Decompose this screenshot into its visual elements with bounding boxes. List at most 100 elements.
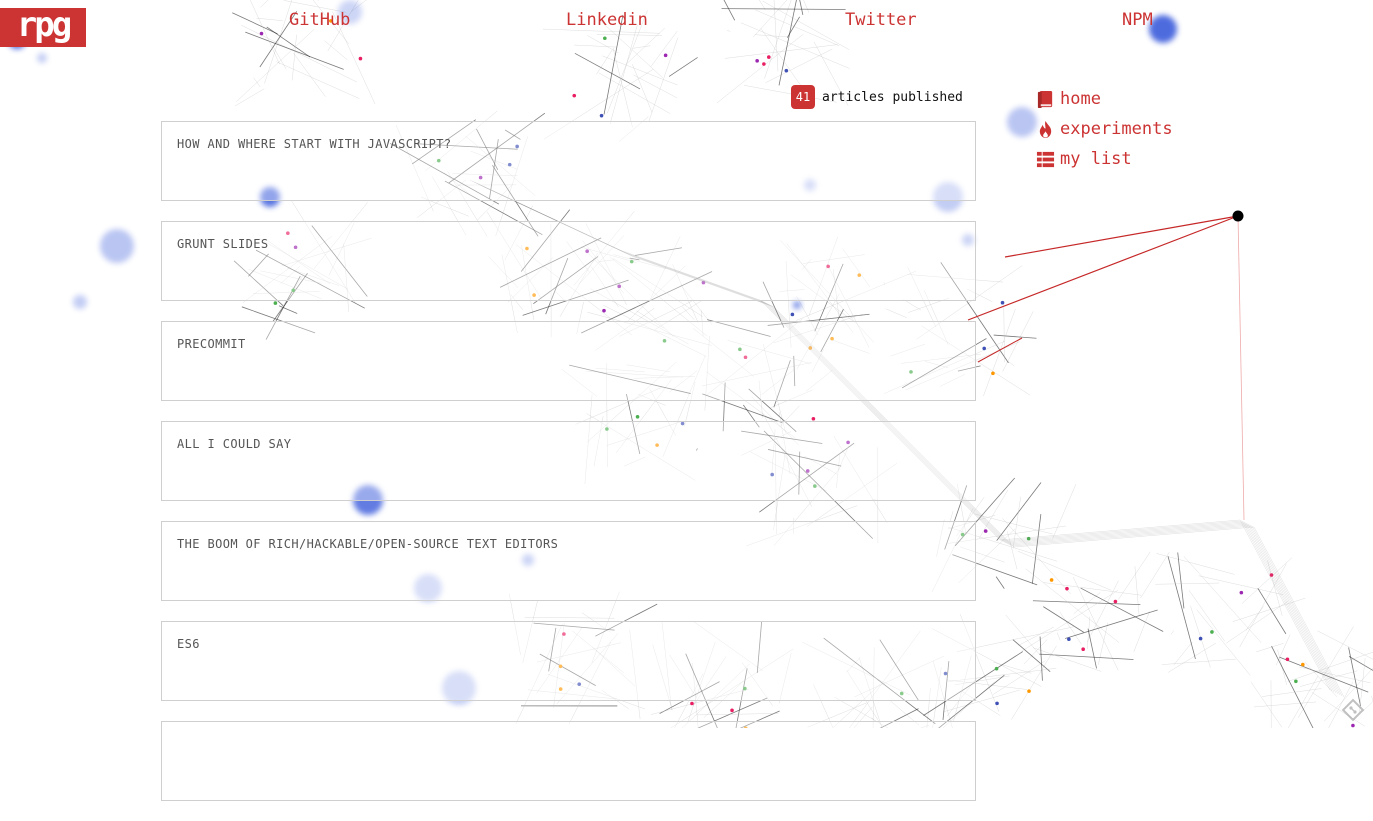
network-line bbox=[755, 10, 839, 46]
network-line bbox=[1135, 566, 1139, 616]
git-diamond-icon[interactable] bbox=[1341, 698, 1365, 722]
network-node bbox=[1081, 647, 1085, 651]
network-line bbox=[1250, 525, 1340, 695]
network-line bbox=[1087, 581, 1118, 642]
network-line bbox=[993, 662, 1031, 673]
pointer-line bbox=[1005, 216, 1238, 257]
network-line bbox=[1060, 612, 1082, 644]
network-node bbox=[984, 529, 988, 533]
network-line bbox=[741, 0, 765, 10]
article-card[interactable]: ES6 bbox=[161, 621, 976, 701]
network-line bbox=[1007, 531, 1017, 569]
article-list: HOW AND WHERE START WITH JAVASCRIPT? GRU… bbox=[161, 121, 976, 821]
network-line bbox=[1033, 601, 1140, 605]
network-node bbox=[1001, 301, 1005, 305]
network-line bbox=[254, 78, 261, 87]
network-node bbox=[1301, 663, 1305, 667]
linkedin-link[interactable]: Linkedin bbox=[566, 10, 648, 30]
network-line bbox=[597, 34, 662, 35]
network-line bbox=[1171, 631, 1174, 635]
blurred-dot bbox=[1007, 107, 1037, 137]
article-card[interactable]: HOW AND WHERE START WITH JAVASCRIPT? bbox=[161, 121, 976, 201]
network-line bbox=[1226, 601, 1287, 643]
nav-item-label: my list bbox=[1060, 149, 1132, 169]
article-card[interactable] bbox=[161, 721, 976, 801]
network-line bbox=[1008, 524, 1248, 544]
network-line bbox=[715, 0, 735, 20]
network-line bbox=[1288, 640, 1373, 682]
network-node bbox=[1067, 637, 1071, 641]
article-title: HOW AND WHERE START WITH JAVASCRIPT? bbox=[177, 137, 452, 151]
network-node bbox=[995, 702, 999, 706]
article-card[interactable]: THE BOOM OF RICH/HACKABLE/OPEN-SOURCE TE… bbox=[161, 521, 976, 601]
network-line bbox=[1052, 484, 1076, 539]
network-node bbox=[995, 667, 999, 671]
network-line bbox=[1002, 518, 1070, 594]
network-line bbox=[1006, 523, 1246, 543]
network-line bbox=[324, 41, 347, 60]
network-line bbox=[1003, 311, 1034, 371]
blurred-dot bbox=[100, 229, 134, 263]
network-line bbox=[1010, 525, 1250, 545]
pointer-anchor-dot bbox=[1233, 211, 1244, 222]
nav-item-my-list[interactable]: my list bbox=[1036, 144, 1173, 174]
network-line bbox=[1004, 522, 1244, 542]
network-node bbox=[1240, 591, 1244, 595]
network-line bbox=[633, 46, 650, 49]
twitter-link[interactable]: Twitter bbox=[845, 10, 917, 30]
network-node bbox=[1199, 637, 1203, 641]
article-title: ALL I COULD SAY bbox=[177, 437, 291, 451]
network-node bbox=[1027, 689, 1031, 693]
network-line bbox=[1088, 629, 1097, 669]
network-line bbox=[651, 31, 678, 67]
network-line bbox=[1190, 606, 1210, 668]
network-line bbox=[293, 53, 325, 97]
nav-item-experiments[interactable]: experiments bbox=[1036, 114, 1173, 144]
npm-link[interactable]: NPM bbox=[1122, 10, 1153, 30]
article-card[interactable]: PRECOMMIT bbox=[161, 321, 976, 401]
network-line bbox=[1155, 583, 1219, 584]
network-node bbox=[785, 69, 789, 73]
article-title: PRECOMMIT bbox=[177, 337, 246, 351]
network-line bbox=[1026, 569, 1119, 643]
network-line bbox=[1254, 702, 1316, 707]
network-node bbox=[1351, 724, 1355, 728]
network-node bbox=[767, 55, 771, 59]
list-icon bbox=[1036, 150, 1055, 169]
network-line bbox=[1118, 552, 1150, 600]
article-card[interactable]: ALL I COULD SAY bbox=[161, 421, 976, 501]
network-node bbox=[1050, 578, 1054, 582]
network-line bbox=[1244, 522, 1334, 692]
network-line bbox=[1040, 637, 1042, 681]
nav-item-home[interactable]: home bbox=[1036, 84, 1173, 114]
network-line bbox=[232, 13, 277, 34]
pointer-line bbox=[968, 216, 1238, 320]
network-line bbox=[1168, 643, 1216, 673]
github-link[interactable]: GitHub bbox=[289, 10, 350, 30]
network-line bbox=[1246, 606, 1264, 630]
network-line bbox=[1174, 642, 1193, 665]
network-line bbox=[669, 57, 697, 76]
nav-item-label: experiments bbox=[1060, 119, 1173, 139]
article-card[interactable]: GRUNT SLIDES bbox=[161, 221, 976, 301]
fire-icon bbox=[1036, 120, 1055, 139]
article-title: THE BOOM OF RICH/HACKABLE/OPEN-SOURCE TE… bbox=[177, 537, 558, 551]
network-node bbox=[260, 32, 264, 36]
pointer-line bbox=[1238, 216, 1244, 520]
book-icon bbox=[1036, 90, 1055, 109]
network-node bbox=[1114, 600, 1118, 604]
network-line bbox=[1018, 551, 1112, 590]
network-line bbox=[1013, 640, 1050, 672]
network-line bbox=[575, 53, 640, 89]
network-line bbox=[779, 0, 801, 85]
network-node bbox=[1210, 630, 1214, 634]
network-line bbox=[1299, 667, 1370, 683]
network-line bbox=[574, 45, 616, 47]
network-line bbox=[1162, 659, 1236, 665]
network-node bbox=[982, 347, 986, 351]
network-node bbox=[755, 59, 759, 63]
network-line bbox=[1011, 646, 1056, 720]
site-logo[interactable]: rpg bbox=[0, 8, 86, 47]
network-node bbox=[600, 114, 604, 118]
network-line bbox=[633, 75, 677, 98]
